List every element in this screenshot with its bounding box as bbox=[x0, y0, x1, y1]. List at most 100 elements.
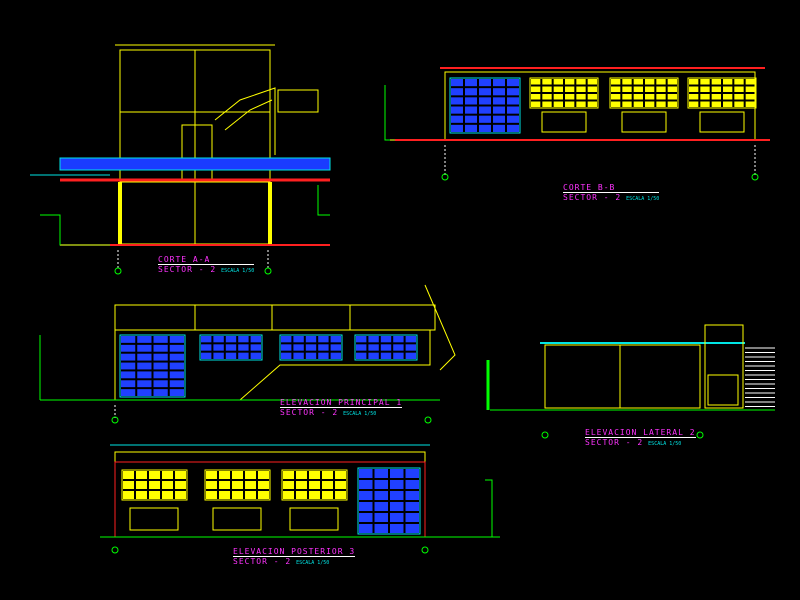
window-pane bbox=[451, 88, 463, 96]
drawing-sector: SECTOR - 2 bbox=[158, 265, 217, 274]
window-pane bbox=[380, 352, 392, 359]
window-pane bbox=[213, 352, 224, 359]
window-pane bbox=[169, 353, 184, 361]
door bbox=[699, 111, 745, 133]
window-pane bbox=[305, 344, 317, 351]
window-pane bbox=[700, 79, 710, 85]
window-pane bbox=[542, 79, 552, 85]
window-pane bbox=[405, 513, 419, 522]
window-pane bbox=[493, 115, 505, 123]
drawing-sector: SECTOR - 2 bbox=[233, 557, 292, 566]
window-pane bbox=[390, 480, 404, 489]
window-pane bbox=[493, 79, 505, 87]
window-pane bbox=[169, 389, 184, 396]
window-pane bbox=[330, 336, 341, 343]
window-pane bbox=[479, 97, 491, 105]
window-pane bbox=[137, 380, 152, 388]
window-pane bbox=[711, 94, 721, 100]
window-pane bbox=[493, 124, 505, 132]
window-pane bbox=[359, 502, 373, 511]
window-pane bbox=[238, 352, 249, 359]
window-pane bbox=[356, 352, 367, 359]
window-pane bbox=[245, 491, 256, 499]
window-pane bbox=[137, 362, 152, 370]
window-frame bbox=[204, 469, 271, 501]
window-pane bbox=[162, 471, 173, 479]
window-pane bbox=[219, 491, 230, 499]
window-pane bbox=[451, 79, 463, 87]
window-pane bbox=[206, 491, 217, 499]
window-pane bbox=[238, 344, 249, 351]
door bbox=[541, 111, 587, 133]
window-pane bbox=[542, 101, 552, 107]
window-pane bbox=[356, 344, 367, 351]
window-pane bbox=[201, 336, 212, 343]
section-b-b bbox=[384, 67, 770, 181]
window-pane bbox=[219, 481, 230, 489]
window-pane bbox=[576, 79, 586, 85]
window-pane bbox=[296, 471, 307, 479]
window-pane bbox=[330, 352, 341, 359]
window-pane bbox=[293, 336, 304, 343]
drawing-scale: ESCALA 1/50 bbox=[296, 560, 330, 566]
window-pane bbox=[136, 471, 147, 479]
window-pane bbox=[451, 106, 463, 114]
window-pane bbox=[451, 97, 463, 105]
door bbox=[289, 507, 339, 531]
window-pane bbox=[689, 101, 699, 107]
window-pane bbox=[322, 481, 333, 489]
drawing-title: CORTE A-A bbox=[158, 255, 255, 265]
window-pane bbox=[318, 352, 329, 359]
window-pane bbox=[700, 101, 710, 107]
window-pane bbox=[465, 106, 477, 114]
window-pane bbox=[689, 86, 699, 92]
window-pane bbox=[219, 471, 230, 479]
window-pane bbox=[169, 344, 184, 352]
window-pane bbox=[723, 94, 733, 100]
window-pane bbox=[232, 491, 243, 499]
window-pane bbox=[293, 352, 304, 359]
window-frame bbox=[354, 334, 418, 361]
window-pane bbox=[723, 86, 733, 92]
window-pane bbox=[611, 94, 621, 100]
window-pane bbox=[374, 480, 388, 489]
window-pane bbox=[136, 481, 147, 489]
window-pane bbox=[700, 94, 710, 100]
window-pane bbox=[121, 336, 136, 343]
window-pane bbox=[359, 480, 373, 489]
window-pane bbox=[656, 79, 666, 85]
window-pane bbox=[405, 469, 419, 478]
window-pane bbox=[611, 86, 621, 92]
window-pane bbox=[162, 491, 173, 499]
window-pane bbox=[565, 101, 575, 107]
window-pane bbox=[390, 491, 404, 500]
window-pane bbox=[380, 336, 392, 343]
drawing-title: ELEVACION PRINCIPAL 1 bbox=[280, 398, 403, 408]
window-pane bbox=[121, 362, 136, 370]
window-pane bbox=[611, 101, 621, 107]
window-pane bbox=[225, 344, 237, 351]
window-pane bbox=[213, 336, 224, 343]
window-pane bbox=[553, 86, 563, 92]
window-pane bbox=[121, 371, 136, 379]
window-frame bbox=[279, 334, 343, 361]
window-pane bbox=[622, 86, 632, 92]
window-pane bbox=[121, 344, 136, 352]
window-pane bbox=[281, 336, 292, 343]
window-pane bbox=[633, 79, 643, 85]
window-pane bbox=[374, 524, 388, 533]
window-pane bbox=[451, 115, 463, 123]
window-pane bbox=[711, 86, 721, 92]
window-pane bbox=[390, 502, 404, 511]
window-pane bbox=[451, 124, 463, 132]
window-pane bbox=[206, 481, 217, 489]
window-pane bbox=[296, 491, 307, 499]
window-frame bbox=[199, 334, 263, 361]
section-a-a bbox=[30, 44, 331, 275]
window-pane bbox=[393, 352, 404, 359]
window-pane bbox=[479, 124, 491, 132]
window-pane bbox=[576, 86, 586, 92]
